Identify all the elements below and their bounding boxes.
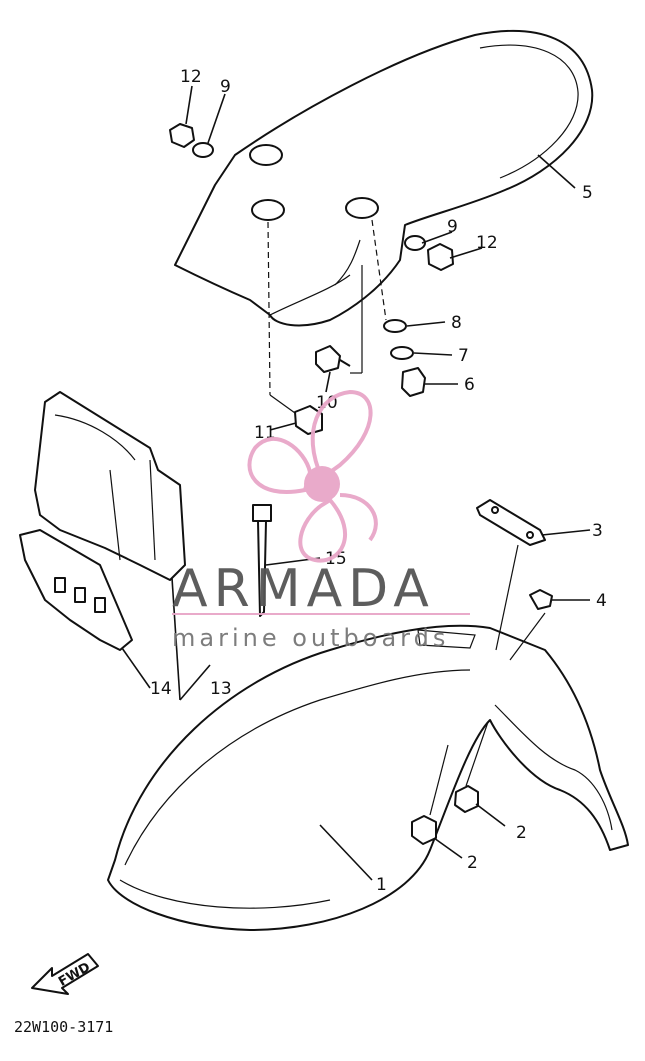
callout-15: 15	[325, 549, 347, 569]
nut-part-12-right	[427, 243, 454, 271]
plate-part-14	[19, 529, 133, 651]
callout-9-right: 9	[447, 217, 458, 237]
callout-12-left: 12	[180, 67, 202, 87]
cable-band-part-15	[252, 504, 272, 617]
panel-part-13	[34, 391, 186, 581]
rear-fender-part-5	[174, 29, 594, 327]
callout-2-upper: 2	[516, 823, 527, 843]
armada-watermark: ARMADA marine outboards	[172, 389, 470, 652]
lock-washer-part-7	[390, 346, 414, 360]
forward-direction-arrow: FWD	[31, 953, 99, 995]
callout-9-left: 9	[220, 77, 231, 97]
propeller-logo-icon	[247, 389, 378, 563]
callout-3: 3	[592, 521, 603, 541]
front-fender-part-1	[107, 624, 629, 931]
callout-6: 6	[464, 375, 475, 395]
callout-14: 14	[150, 679, 172, 699]
washer-part-8	[383, 319, 407, 333]
washer-part-9-right	[404, 235, 426, 251]
callout-12-right: 12	[476, 233, 498, 253]
watermark-tagline: marine outboards	[172, 624, 449, 652]
bolt-part-10	[315, 345, 351, 373]
callout-4: 4	[596, 591, 607, 611]
bracket-part-3	[476, 499, 546, 546]
callout-5: 5	[582, 183, 593, 203]
nut-part-12-left	[169, 123, 195, 148]
bolt-part-2-upper	[454, 785, 479, 813]
callout-1: 1	[376, 875, 387, 895]
callout-2-lower: 2	[467, 853, 478, 873]
drawing-code: 22W100-3171	[14, 1018, 113, 1036]
nut-part-4	[529, 589, 553, 610]
watermark-brand: ARMADA	[172, 559, 435, 619]
washer-part-9-left	[192, 142, 214, 158]
callout-8: 8	[451, 313, 462, 333]
bolt-part-6	[401, 367, 426, 397]
callout-13: 13	[210, 679, 232, 699]
bolt-part-2-lower	[411, 815, 437, 845]
callout-7: 7	[458, 346, 469, 366]
